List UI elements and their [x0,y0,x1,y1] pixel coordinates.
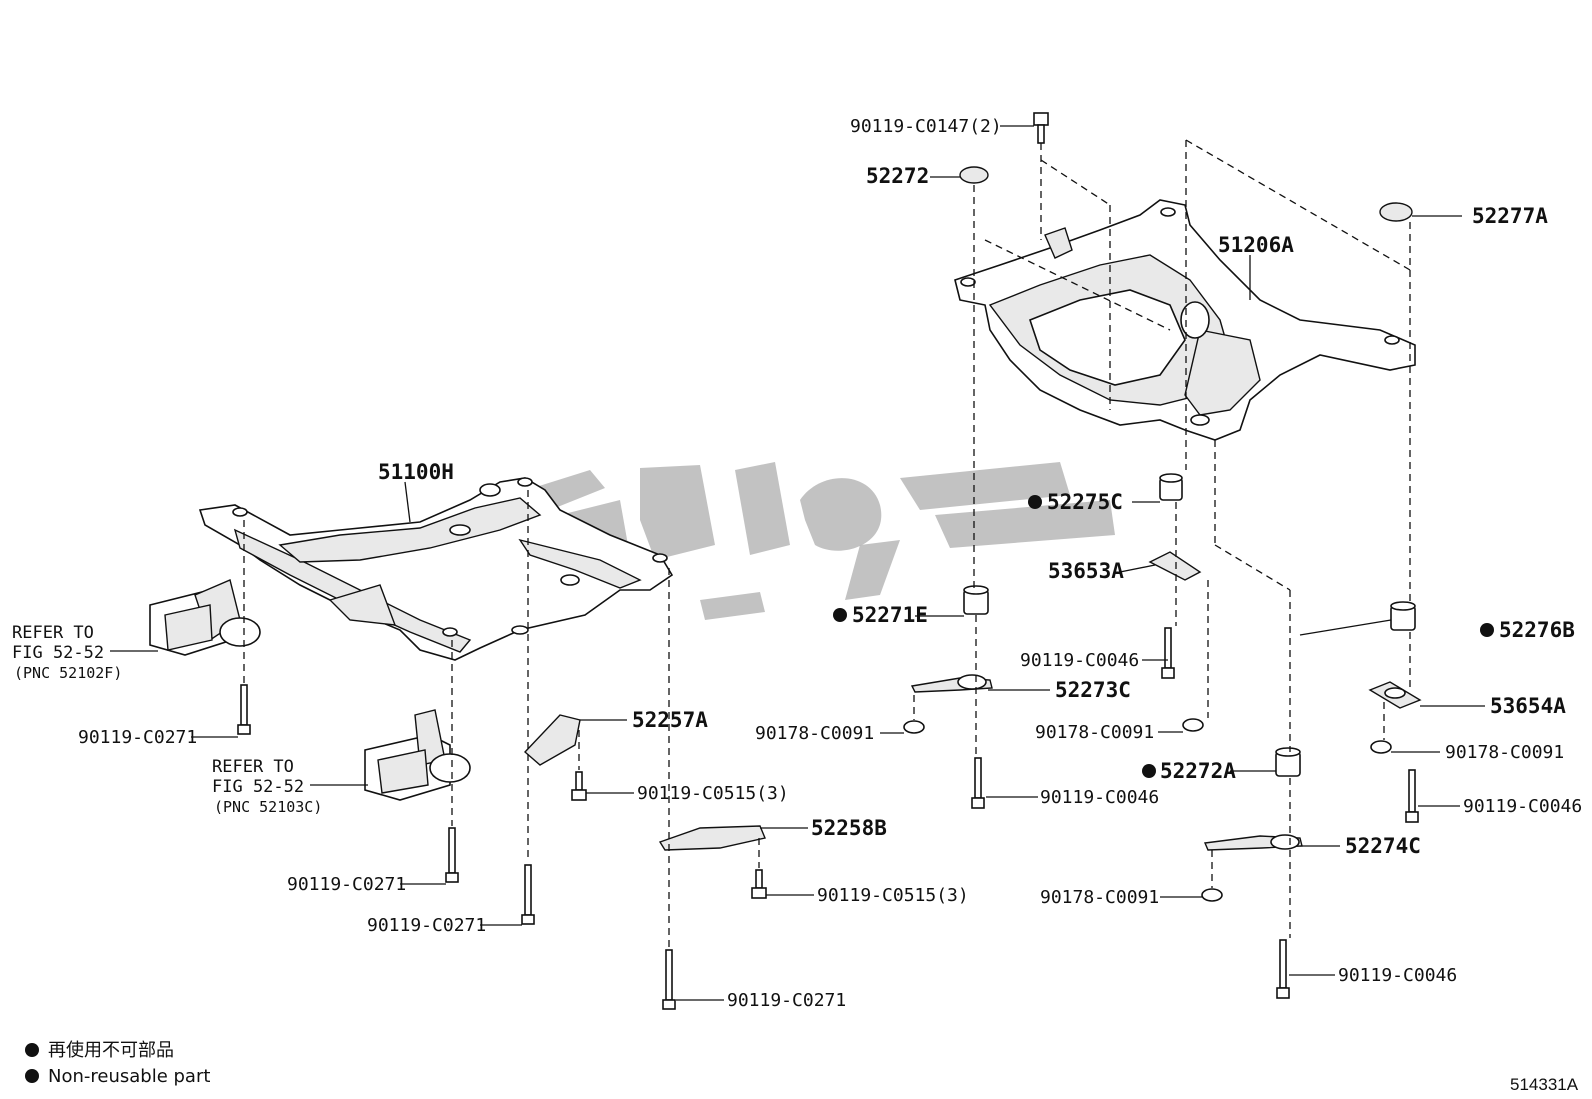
ref-right-pnc: (PNC 52103C) [214,798,322,816]
non-reusable-dot-52272A [1142,764,1156,778]
label-90119-C0046-d: 90119-C0046 [1338,965,1457,986]
engine-mount-left [149,579,261,656]
label-90119-C0271-d: 90119-C0271 [727,990,846,1011]
label-52272: 52272 [866,164,929,188]
label-52275C: 52275C [1047,490,1123,514]
ref-left-pnc: (PNC 52102F) [14,664,122,682]
label-52276B: 52276B [1499,618,1575,642]
legend: 再使用不可部品 Non-reusable part [25,1040,210,1087]
label-90119-C0046-c: 90119-C0046 [1463,796,1582,817]
label-52272A: 52272A [1160,759,1236,783]
label-90119-C0515-b: 90119-C0515(3) [817,885,969,906]
non-reusable-dot-52275C [1028,495,1042,509]
label-90119-C0515-a: 90119-C0515(3) [637,783,789,804]
label-90119-C0046-b: 90119-C0046 [1040,787,1159,808]
leader-lines [110,125,1485,1001]
front-crossmember-51100H [198,477,674,661]
engine-mount-right [364,709,471,801]
label-51206A: 51206A [1218,233,1294,257]
label-90178-C0091-b: 90178-C0091 [1035,722,1154,743]
label-90178-C0091-d: 90178-C0091 [1040,887,1159,908]
legend-dot-jp [25,1043,39,1057]
label-52277A: 52277A [1472,204,1548,228]
label-90119-C0271-c: 90119-C0271 [367,915,486,936]
non-reusable-dot-52276B [1480,623,1494,637]
label-52257A: 52257A [632,708,708,732]
label-52258B: 52258B [811,816,887,840]
reference-note-right: REFER TO FIG 52-52 (PNC 52103C) [212,757,322,816]
legend-dot-en [25,1069,39,1083]
label-90178-C0091-a: 90178-C0091 [755,723,874,744]
label-90178-C0091-c: 90178-C0091 [1445,742,1564,763]
figure-code: 514331A [1510,1075,1579,1094]
ref-right-line2: FIG 52-52 [212,777,304,797]
non-reusable-dot-52271E [833,608,847,622]
ref-left-line1: REFER TO [12,623,94,643]
label-52274C: 52274C [1345,834,1421,858]
label-53654A: 53654A [1490,694,1566,718]
ref-left-line2: FIG 52-52 [12,643,104,663]
label-90119-C0046-a: 90119-C0046 [1020,650,1139,671]
reference-note-left: REFER TO FIG 52-52 (PNC 52102F) [12,623,122,682]
legend-text-en: Non-reusable part [48,1066,210,1087]
ref-right-line1: REFER TO [212,757,294,777]
assembly-lines [243,139,1411,948]
part-labels: 90119-C0147(2) 52272 52277A 51206A 51100… [78,116,1582,1011]
non-reusable-markers [833,495,1494,778]
label-52271E: 52271E [852,603,928,627]
label-51100H: 51100H [378,460,454,484]
label-90119-C0271-a: 90119-C0271 [78,727,197,748]
label-90119-C0271-b: 90119-C0271 [287,874,406,895]
hardware [237,112,1422,1010]
label-52273C: 52273C [1055,678,1131,702]
legend-text-jp: 再使用不可部品 [48,1040,174,1061]
label-90119-C0147: 90119-C0147(2) [850,116,1002,137]
rear-crossmember-51206A [954,199,1416,441]
label-53653A: 53653A [1048,559,1124,583]
